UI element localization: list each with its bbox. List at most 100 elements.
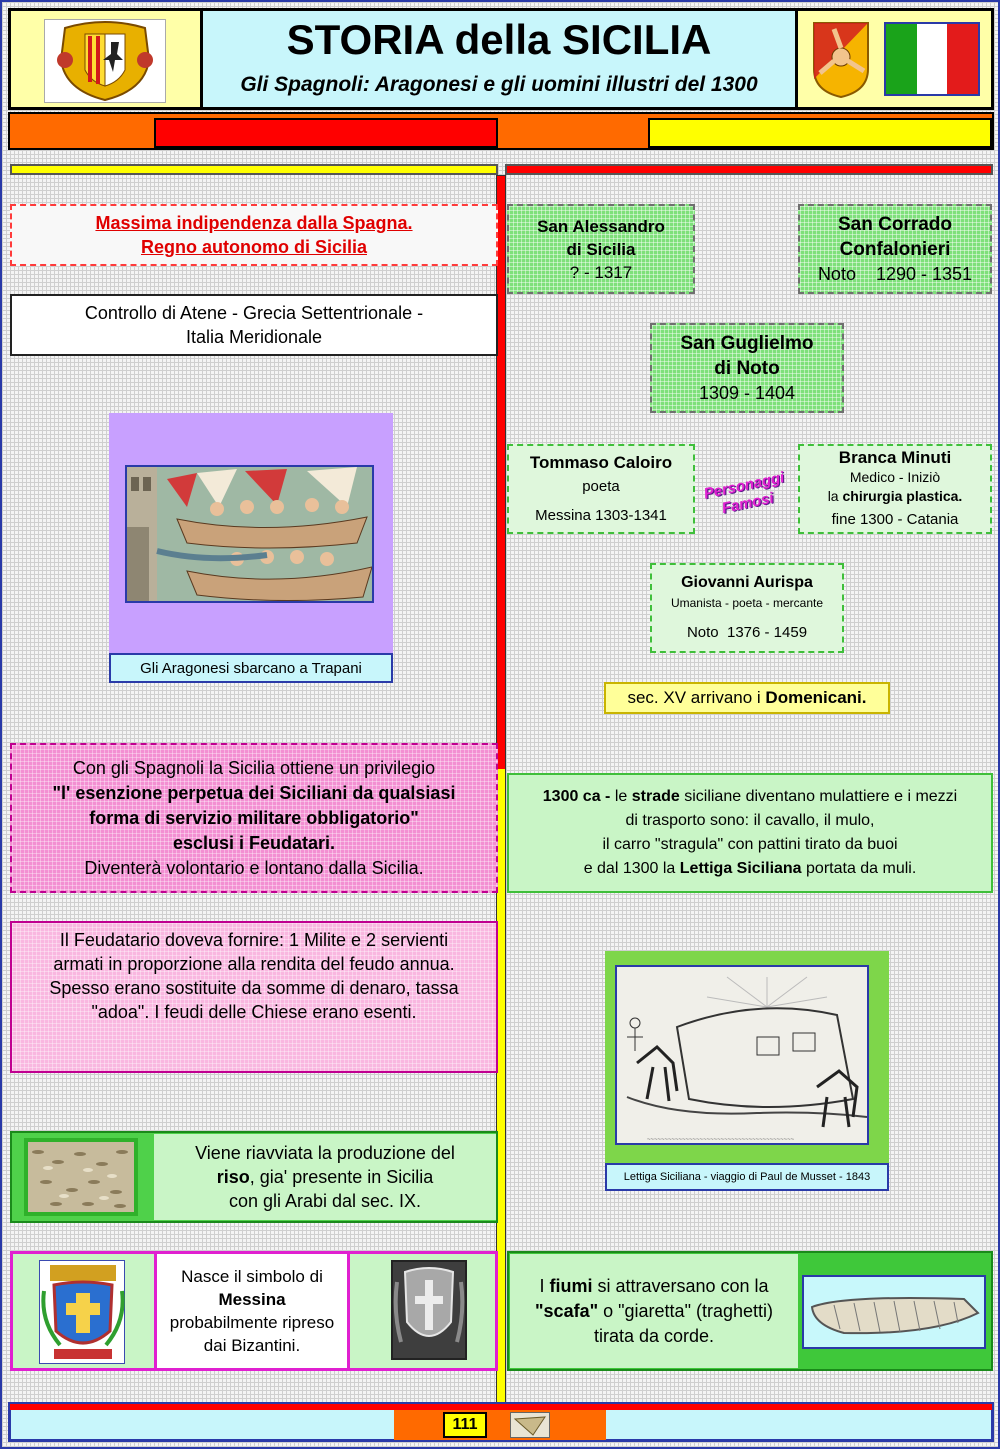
- personaggi-famosi-badge: Personaggi Famosi: [694, 463, 797, 528]
- corrado-name2: Confalonieri: [839, 238, 951, 260]
- rice-bold: riso: [216, 1167, 250, 1187]
- feudal-line3: Spesso erano sostituite da somme di dena…: [49, 978, 459, 998]
- rice-line3: con gli Arabi dal sec. IX.: [228, 1191, 422, 1211]
- footer-orange-block: [394, 1410, 606, 1440]
- page-number-box: 111: [443, 1412, 487, 1438]
- corrado-dates: Noto 1290 - 1351: [817, 263, 973, 284]
- yellow-bar: [648, 118, 992, 148]
- privilege-box: Con gli Spagnoli la Sicilia ottiene un p…: [10, 743, 498, 893]
- trinacria-emblem: [810, 19, 872, 99]
- privilege-line5: Diventerà volontario e lontano dalla Sic…: [84, 857, 424, 878]
- page-title: STORIA della SICILIA: [286, 16, 712, 63]
- sicily-map-thumbnail: [510, 1412, 550, 1438]
- fiumi-line1: I fiumi si attraversano con la: [539, 1274, 768, 1299]
- title-box: STORIA della SICILIA Gli Spagnoli: Arago…: [200, 11, 798, 107]
- fiumi-text-box: I fiumi si attraversano con la "scafa" o…: [510, 1254, 798, 1368]
- tommaso-name: Tommaso Caloiro: [529, 453, 673, 472]
- corrado-name1: San Corrado: [837, 213, 953, 235]
- italian-flag: [884, 22, 980, 96]
- fiumi-line1-pre: I: [539, 1275, 550, 1296]
- page-subtitle: Gli Spagnoli: Aragonesi e gli uomini ill…: [240, 73, 758, 96]
- branca-role2-bold: chirurgia plastica.: [842, 488, 963, 504]
- domenicani-text: sec. XV arrivano i Domenicani.: [627, 688, 866, 708]
- strade-line1: 1300 ca - le strade siciliane diventano …: [543, 785, 957, 809]
- privilege-line4: esclusi i Feudatari.: [172, 832, 336, 853]
- strade-line2: di trasporto sono: il cavallo, il mulo,: [625, 812, 875, 829]
- guglielmo-dates: 1309 - 1404: [698, 382, 796, 403]
- alessandro-card: San Alessandro di Sicilia ? - 1317: [507, 204, 695, 294]
- messina-line4: dai Bizantini.: [203, 1336, 301, 1355]
- aurispa-dates: Noto 1376 - 1459: [686, 624, 808, 641]
- fiumi-line1-post: si attraversano con la: [592, 1275, 769, 1296]
- domenicani-pre: sec. XV arrivano i: [627, 688, 766, 707]
- guglielmo-card: San Guglielmo di Noto 1309 - 1404: [650, 323, 844, 413]
- strade-line4-pre: e dal 1300 la: [583, 860, 680, 877]
- privilege-line3: forma di servizio militare obbligatorio": [89, 807, 419, 828]
- aurispa-card: Giovanni Aurispa Umanista - poeta - merc…: [650, 563, 844, 653]
- rice-line1: Viene riavviata la produzione del: [195, 1143, 455, 1163]
- messina-coat-of-arms: [39, 1260, 125, 1364]
- guglielmo-name2: di Noto: [714, 357, 780, 379]
- branca-dates: fine 1300 - Catania: [831, 511, 959, 528]
- independence-line2: Regno autonomo di Sicilia: [140, 236, 367, 257]
- fiumi-line1-bold: fiumi: [549, 1275, 593, 1296]
- right-column-top-rule: [505, 164, 993, 175]
- aragon-caption-box: Gli Aragonesi sbarcano a Trapani: [109, 653, 393, 683]
- privilege-line1: Con gli Spagnoli la Sicilia ottiene un p…: [72, 757, 436, 778]
- independence-box: Massima indipendenza dalla Spagna. Regno…: [10, 204, 498, 266]
- rice-image: [24, 1138, 138, 1216]
- messina-line3: probabilmente ripreso: [169, 1313, 335, 1332]
- fiumi-line2: "scafa" o "giaretta" (traghetti): [535, 1299, 773, 1324]
- alessandro-dates: ? - 1317: [569, 262, 633, 282]
- lettiga-siciliana-drawing: ~~~~~~~~~~~~~~~~~~~~~~~~~~~~~~~~~~~~~~~~…: [615, 965, 869, 1145]
- messina-bold: Messina: [218, 1290, 286, 1309]
- tommaso-dates: Messina 1303-1341: [535, 507, 667, 524]
- branca-name: Branca Minuti: [838, 448, 952, 467]
- footer-red-rule: [10, 1404, 992, 1410]
- rice-line2: riso, gia' presente in Sicilia: [217, 1165, 434, 1189]
- left-column-top-rule: [10, 164, 498, 175]
- privilege-line2: "l' esenzione perpetua dei Siciliani da …: [52, 782, 456, 803]
- lettiga-caption-box: Lettiga Siciliana - viaggio di Paul de M…: [605, 1163, 889, 1191]
- domenicani-box: sec. XV arrivano i Domenicani.: [604, 682, 890, 714]
- guglielmo-name1: San Guglielmo: [680, 332, 814, 354]
- aragon-caption: Gli Aragonesi sbarcano a Trapani: [140, 659, 362, 677]
- aurispa-role: Umanista - poeta - mercante: [670, 596, 824, 610]
- control-line2: Italia Meridionale: [185, 326, 323, 347]
- byzantine-shield-relief: [391, 1260, 467, 1360]
- control-line1: Controllo di Atene - Grecia Settentriona…: [84, 302, 424, 323]
- feudal-line4: "adoa". I feudi delle Chiese erano esent…: [91, 1002, 417, 1022]
- strade-line4-bold: Lettiga Siciliana: [679, 860, 802, 877]
- domenicani-bold: Domenicani.: [765, 688, 867, 707]
- corrado-card: San Corrado Confalonieri Noto 1290 - 135…: [798, 204, 992, 294]
- strade-line3: il carro "stragula" con pattini tirato d…: [602, 836, 898, 853]
- fiumi-line2-post: o "giaretta" (traghetti): [598, 1300, 773, 1321]
- messina-line1: Nasce il simbolo di: [181, 1267, 323, 1286]
- tommaso-card: Tommaso Caloiro poeta Messina 1303-1341: [507, 444, 695, 534]
- aragonese-landing-painting: [125, 465, 374, 603]
- independence-line1: Massima indipendenza dalla Spagna.: [95, 212, 413, 233]
- rice-line2-rest: , gia' presente in Sicilia: [249, 1167, 434, 1187]
- messina-text-box: Nasce il simbolo di Messina probabilment…: [154, 1251, 350, 1371]
- strade-line4-post: portata da muli.: [801, 860, 917, 877]
- strade-line4: e dal 1300 la Lettiga Siciliana portata …: [584, 857, 917, 881]
- svg-text:~~~~~~~~~~~~~~~~~~~~~~~~~~~~~~: ~~~~~~~~~~~~~~~~~~~~~~~~~~~~~~~~~~~~~~~~…: [647, 1137, 795, 1143]
- red-bar: [154, 118, 498, 148]
- rice-text-box: Viene riavviata la produzione del riso, …: [154, 1134, 496, 1220]
- lettiga-caption: Lettiga Siciliana - viaggio di Paul de M…: [623, 1171, 871, 1183]
- fiumi-line3: tirata da corde.: [593, 1325, 715, 1346]
- scafa-ferry-image: [802, 1275, 986, 1349]
- strade-text2: siciliane diventano mulattiere e i mezzi: [679, 788, 958, 805]
- control-box: Controllo di Atene - Grecia Settentriona…: [10, 294, 498, 356]
- strade-bold2: strade: [631, 788, 680, 805]
- feudal-box: Il Feudatario doveva fornire: 1 Milite e…: [10, 921, 498, 1073]
- fiumi-line2-bold: "scafa": [535, 1300, 599, 1321]
- strade-box: 1300 ca - le strade siciliane diventano …: [507, 773, 993, 893]
- aurispa-name: Giovanni Aurispa: [681, 574, 813, 591]
- feudal-line2: armati in proporzione alla rendita del f…: [53, 954, 455, 974]
- alessandro-name2: di Sicilia: [566, 239, 636, 259]
- strade-bold1: 1300 ca -: [542, 788, 615, 805]
- sicily-aragon-crest-logo: [44, 19, 166, 103]
- branca-role2: la chirurgia plastica.: [828, 487, 963, 506]
